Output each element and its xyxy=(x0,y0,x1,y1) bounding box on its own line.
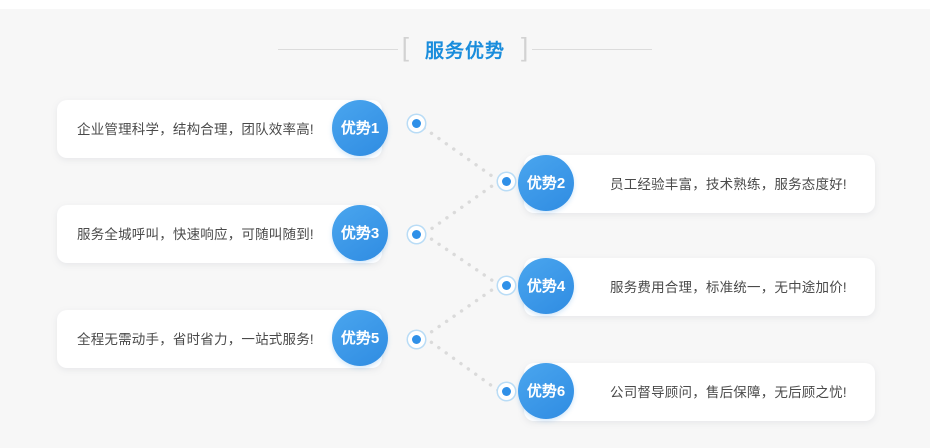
node-marker-6[interactable] xyxy=(498,383,515,400)
advantage-badge-4: 优势4 xyxy=(518,257,574,314)
node-marker-4[interactable] xyxy=(498,277,515,294)
advantage-text-5: 全程无需动手，省时省力，一站式服务! xyxy=(77,331,314,347)
advantage-text-1: 企业管理科学，结构合理，团队效率高! xyxy=(77,121,314,137)
header-rule-left xyxy=(277,48,398,50)
node-marker-5[interactable] xyxy=(408,331,425,348)
advantage-card-4[interactable]: 服务费用合理，标准统一，无中途加价! 优势4 xyxy=(518,257,875,316)
advantage-badge-3: 优势3 xyxy=(332,204,388,261)
section-header: [ 服务优势 ] xyxy=(0,33,930,65)
advantage-card-5[interactable]: 全程无需动手，省时省力，一站式服务! 优势5 xyxy=(57,309,388,368)
node-marker-1[interactable] xyxy=(408,115,425,132)
advantage-badge-1: 优势1 xyxy=(332,99,388,156)
advantage-text-2: 员工经验丰富，技术熟练，服务态度好! xyxy=(610,176,847,192)
advantage-badge-2: 优势2 xyxy=(518,154,574,211)
advantage-text-3: 服务全城呼叫，快速响应，可随叫随到! xyxy=(77,226,314,242)
advantage-card-3[interactable]: 服务全城呼叫，快速响应，可随叫随到! 优势3 xyxy=(57,204,388,263)
advantage-badge-6: 优势6 xyxy=(518,362,574,419)
advantage-text-4: 服务费用合理，标准统一，无中途加价! xyxy=(610,279,847,295)
advantage-card-6[interactable]: 公司督导顾问，售后保障，无后顾之忧! 优势6 xyxy=(518,362,875,421)
advantage-card-2[interactable]: 员工经验丰富，技术熟练，服务态度好! 优势2 xyxy=(518,154,875,213)
node-marker-2[interactable] xyxy=(498,173,515,190)
advantage-card-1[interactable]: 企业管理科学，结构合理，团队效率高! 优势1 xyxy=(57,99,388,158)
node-marker-3[interactable] xyxy=(408,226,425,243)
bracket-right-icon: ] xyxy=(521,32,529,62)
page-title: 服务优势 xyxy=(424,40,505,62)
header-rule-right xyxy=(532,48,653,50)
advantage-badge-5: 优势5 xyxy=(332,309,388,366)
bracket-left-icon: [ xyxy=(401,32,409,62)
advantage-text-6: 公司督导顾问，售后保障，无后顾之忧! xyxy=(610,384,847,400)
